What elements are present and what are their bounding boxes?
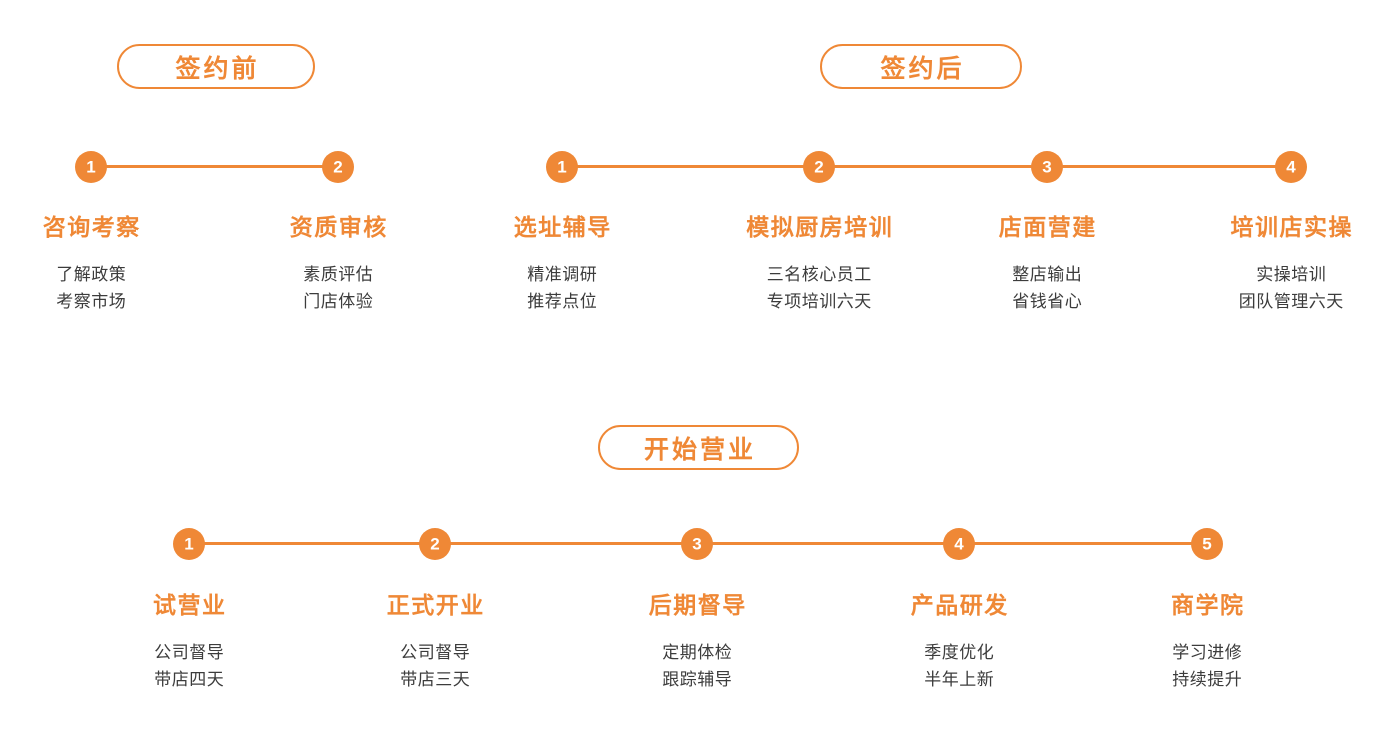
step-node-2[interactable]: 2 xyxy=(322,151,354,183)
step-item: 模拟厨房培训 三名核心员工 专项培训六天 xyxy=(745,216,894,315)
step-desc-line1: 定期体检 xyxy=(662,643,733,662)
step-title: 选址辅导 xyxy=(513,214,612,240)
step-node-number: 2 xyxy=(333,157,343,176)
step-node-number: 2 xyxy=(814,157,824,176)
step-desc-line2: 带店三天 xyxy=(400,670,471,689)
step-desc-line2: 持续提升 xyxy=(1172,670,1243,689)
step-title: 后期督导 xyxy=(648,592,747,618)
step-title: 培训店实操 xyxy=(1230,214,1353,240)
step-title: 商学院 xyxy=(1171,592,1245,618)
step-node-2[interactable]: 2 xyxy=(419,528,451,560)
step-desc-line2: 省钱省心 xyxy=(1012,292,1083,311)
step-node-number: 1 xyxy=(557,157,567,176)
step-item: 后期督导 定期体检 跟踪辅导 xyxy=(647,594,747,693)
step-item: 商学院 学习进修 持续提升 xyxy=(1170,594,1245,693)
step-desc-line1: 素质评估 xyxy=(303,265,374,284)
step-node-1[interactable]: 1 xyxy=(546,151,578,183)
step-node-number: 3 xyxy=(692,534,702,553)
step-item: 产品研发 季度优化 半年上新 xyxy=(909,594,1009,693)
step-desc-line1: 三名核心员工 xyxy=(766,265,872,284)
step-desc-line2: 带店四天 xyxy=(154,670,225,689)
step-node-number: 1 xyxy=(184,534,194,553)
step-node-1[interactable]: 1 xyxy=(75,151,107,183)
step-desc-line1: 精准调研 xyxy=(527,265,598,284)
step-item: 正式开业 公司督导 带店三天 xyxy=(385,594,485,693)
step-item: 资质审核 素质评估 门店体验 xyxy=(288,216,388,315)
step-item: 培训店实操 实操培训 团队管理六天 xyxy=(1229,216,1353,315)
step-title: 模拟厨房培训 xyxy=(746,214,894,240)
step-node-number: 1 xyxy=(86,157,96,176)
step-desc-line1: 整店输出 xyxy=(1012,265,1083,284)
timeline-rail xyxy=(91,165,338,168)
section-header-post-signing: 签约后 xyxy=(820,44,1022,89)
step-desc-line1: 了解政策 xyxy=(56,265,127,284)
step-desc-line2: 专项培训六天 xyxy=(766,292,872,311)
step-desc-line1: 实操培训 xyxy=(1256,265,1327,284)
step-node-number: 2 xyxy=(430,534,440,553)
step-node-3[interactable]: 3 xyxy=(681,528,713,560)
step-node-number: 3 xyxy=(1042,157,1052,176)
step-title: 资质审核 xyxy=(289,214,388,240)
step-item: 咨询考察 了解政策 考察市场 xyxy=(41,216,141,315)
step-desc-line2: 半年上新 xyxy=(924,670,995,689)
step-desc-line1: 公司督导 xyxy=(400,643,471,662)
step-node-1[interactable]: 1 xyxy=(173,528,205,560)
step-desc-line2: 团队管理六天 xyxy=(1238,292,1344,311)
step-title: 店面营建 xyxy=(998,214,1097,240)
step-desc-line2: 考察市场 xyxy=(56,292,127,311)
step-title: 正式开业 xyxy=(386,592,485,618)
step-node-number: 5 xyxy=(1202,534,1212,553)
timeline-rail xyxy=(562,165,1291,168)
step-item: 选址辅导 精准调研 推荐点位 xyxy=(512,216,612,315)
step-desc-line2: 跟踪辅导 xyxy=(662,670,733,689)
step-desc-line2: 推荐点位 xyxy=(527,292,598,311)
step-title: 产品研发 xyxy=(910,592,1009,618)
step-desc-line2: 门店体验 xyxy=(303,292,374,311)
step-title: 试营业 xyxy=(153,592,227,618)
section-header-pre-signing: 签约前 xyxy=(117,44,315,89)
step-item: 试营业 公司督导 带店四天 xyxy=(152,594,227,693)
step-node-4[interactable]: 4 xyxy=(1275,151,1307,183)
step-desc-line1: 季度优化 xyxy=(924,643,995,662)
step-item: 店面营建 整店输出 省钱省心 xyxy=(997,216,1097,315)
step-desc-line1: 公司督导 xyxy=(154,643,225,662)
step-node-3[interactable]: 3 xyxy=(1031,151,1063,183)
step-node-2[interactable]: 2 xyxy=(803,151,835,183)
step-node-4[interactable]: 4 xyxy=(943,528,975,560)
section-header-open-business: 开始营业 xyxy=(598,425,799,470)
step-desc-line1: 学习进修 xyxy=(1172,643,1243,662)
step-title: 咨询考察 xyxy=(42,214,141,240)
step-node-number: 4 xyxy=(954,534,964,553)
step-node-number: 4 xyxy=(1286,157,1296,176)
step-node-5[interactable]: 5 xyxy=(1191,528,1223,560)
